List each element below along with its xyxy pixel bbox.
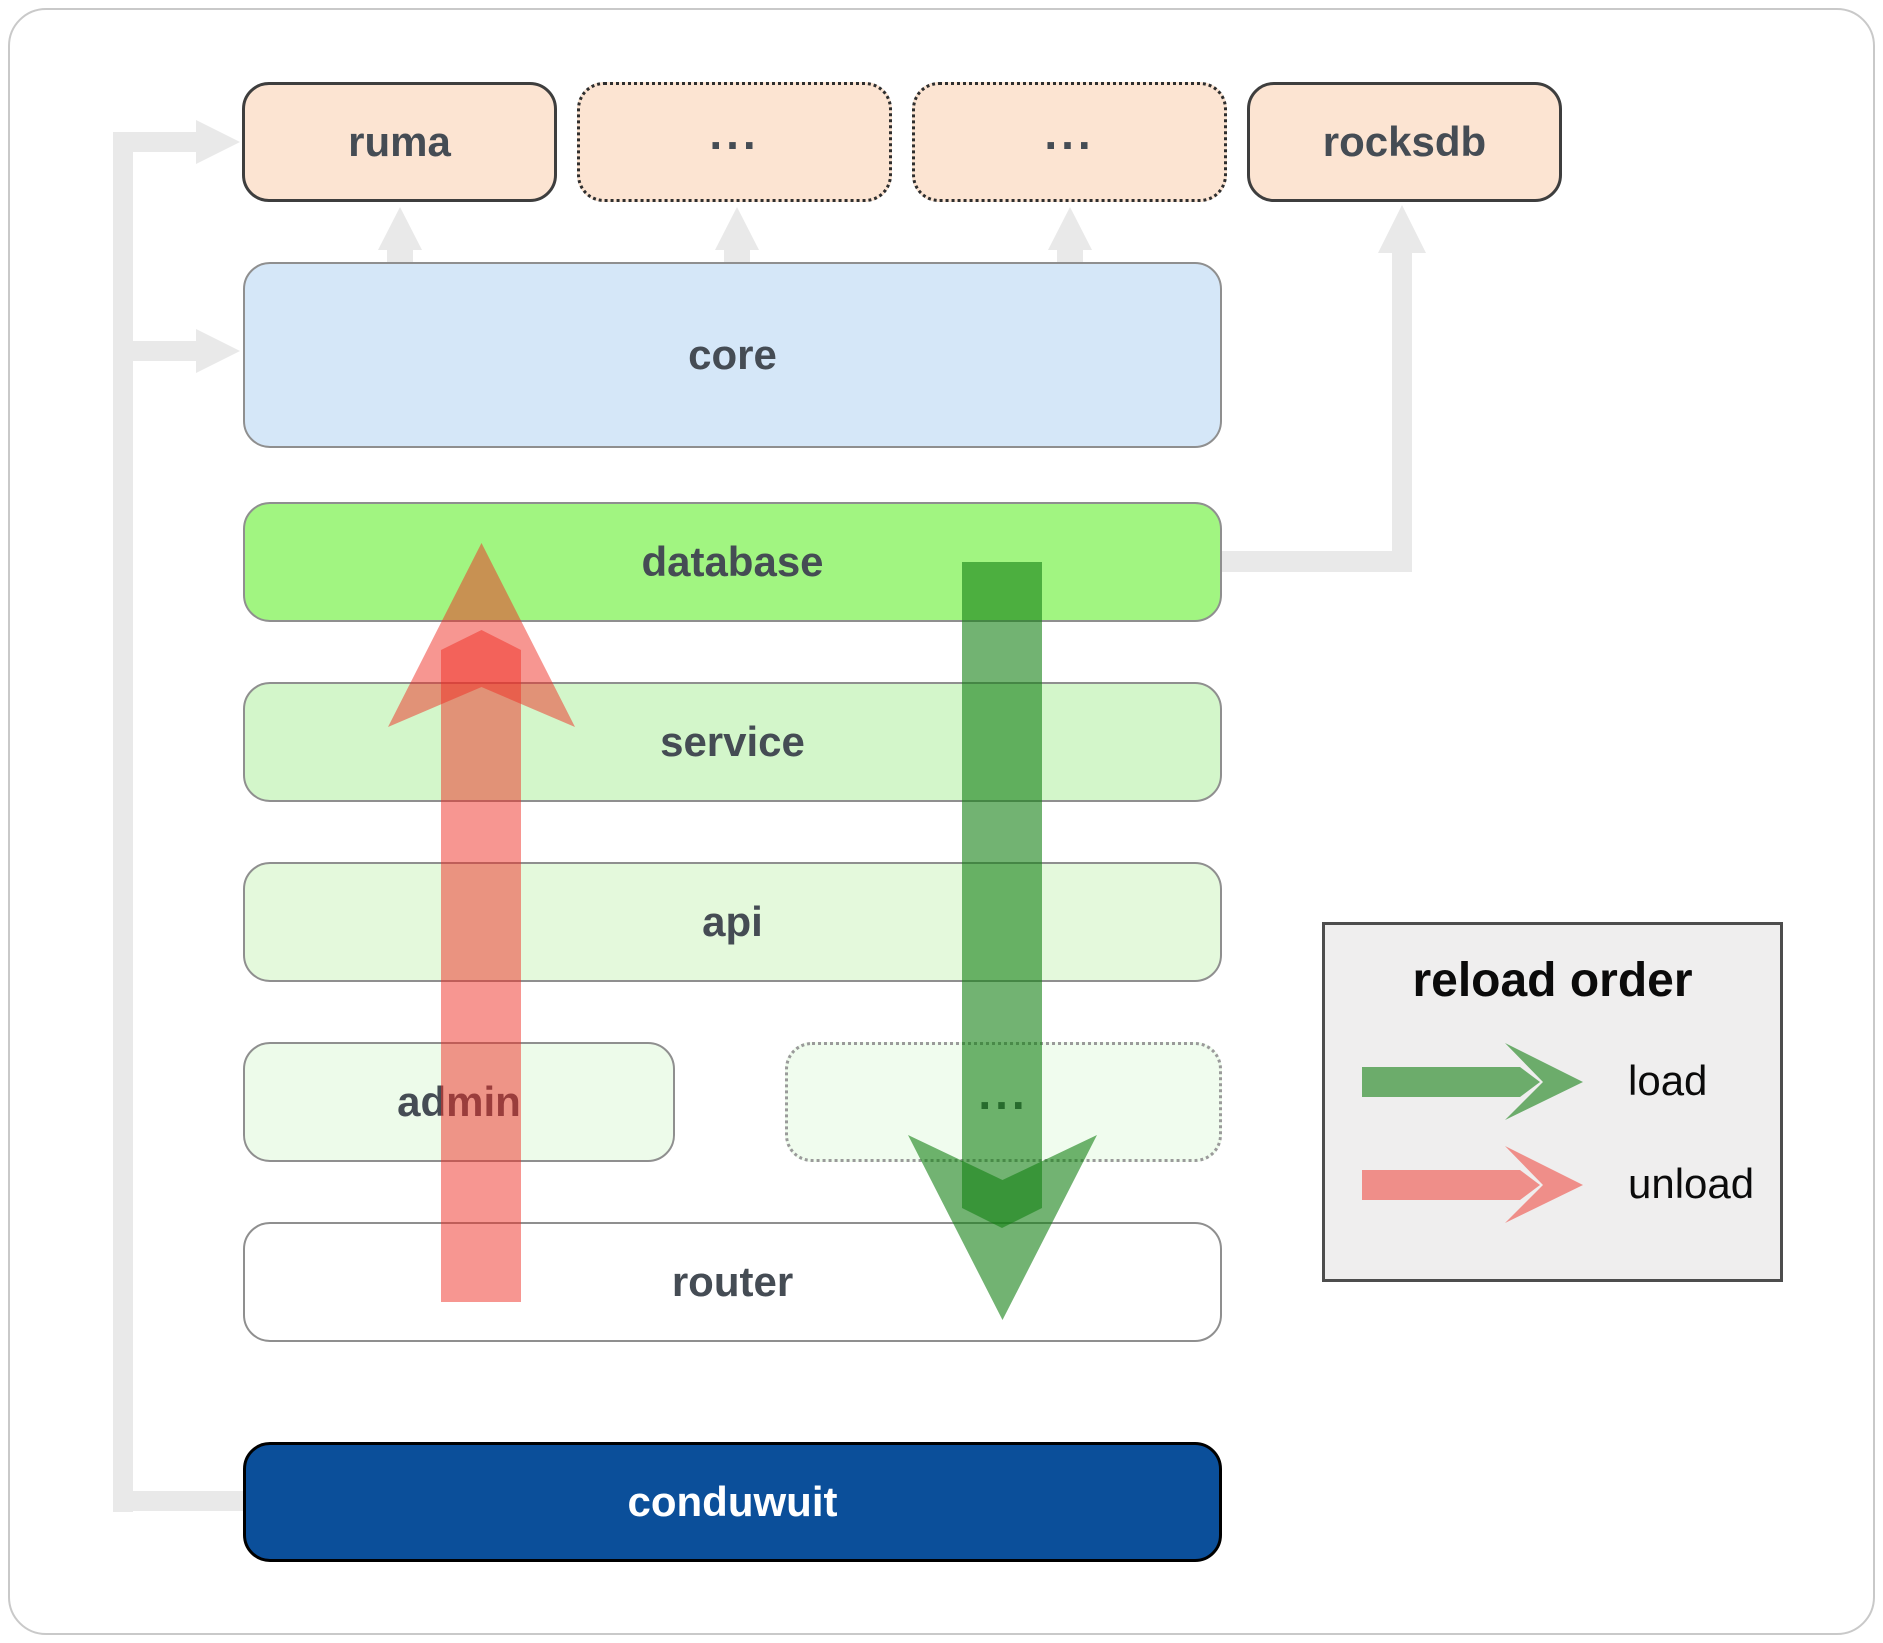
node-dots1-label: ...: [709, 107, 760, 159]
core-to-ruma-arrowhead-icon: [378, 207, 422, 250]
core-to-ruma-line: [387, 248, 413, 264]
diagram-border: [8, 8, 1875, 1635]
node-rocksdb-label: rocksdb: [1322, 118, 1487, 165]
node-ruma-label: ruma: [348, 118, 451, 165]
core-to-dots2-line: [1057, 248, 1083, 264]
left-spine-line: [113, 132, 133, 1512]
node-dots-1: ...: [577, 82, 892, 202]
node-core-label: core: [688, 331, 777, 378]
core-arrowhead-icon: [196, 329, 240, 373]
node-rocksdb: rocksdb: [1247, 82, 1562, 202]
ruma-branch-line: [133, 132, 196, 152]
legend-unload-arrow-head-icon: [1505, 1146, 1583, 1223]
node-database: database: [243, 502, 1222, 622]
conduwuit-branch-line: [113, 1491, 243, 1511]
legend-title: reload order: [1412, 954, 1693, 1007]
legend-unload-arrow-shaft: [1362, 1170, 1540, 1200]
node-service-label: service: [660, 718, 805, 765]
node-router: router: [243, 1222, 1222, 1342]
node-conduwuit: conduwuit: [243, 1442, 1222, 1562]
node-conduwuit-label: conduwuit: [627, 1478, 838, 1525]
load-arrow-shaft: [962, 562, 1042, 1228]
legend-load-arrow-head-icon: [1505, 1043, 1583, 1120]
legend-load-arrow-shaft: [1362, 1067, 1540, 1097]
ruma-arrowhead-icon: [196, 120, 240, 164]
node-ruma: ruma: [242, 82, 557, 202]
node-api-label: api: [702, 898, 763, 945]
unload-arrow-shaft: [441, 630, 521, 1302]
core-to-dots1-arrowhead-icon: [715, 207, 759, 250]
node-router-label: router: [671, 1258, 794, 1305]
rocksdb-arrowhead-icon: [1378, 205, 1426, 253]
node-dots-2: ...: [912, 82, 1227, 202]
core-to-dots2-arrowhead-icon: [1048, 207, 1092, 250]
database-to-rocksdb-line-h: [1222, 551, 1412, 572]
node-core: core: [243, 262, 1222, 448]
unload-arrow-head-icon: [388, 543, 575, 727]
legend-load-label: load: [1628, 1057, 1708, 1104]
legend-unload-label: unload: [1628, 1160, 1755, 1207]
core-branch-line: [133, 341, 196, 361]
node-database-label: database: [641, 538, 824, 585]
load-arrow-head-icon: [908, 1135, 1097, 1320]
node-dots2-label: ...: [1044, 107, 1095, 159]
node-api: api: [243, 862, 1222, 982]
legend-reload-order: reload order load unload: [1322, 922, 1783, 1282]
core-to-dots1-line: [724, 248, 750, 264]
database-to-rocksdb-line-v: [1392, 253, 1412, 572]
